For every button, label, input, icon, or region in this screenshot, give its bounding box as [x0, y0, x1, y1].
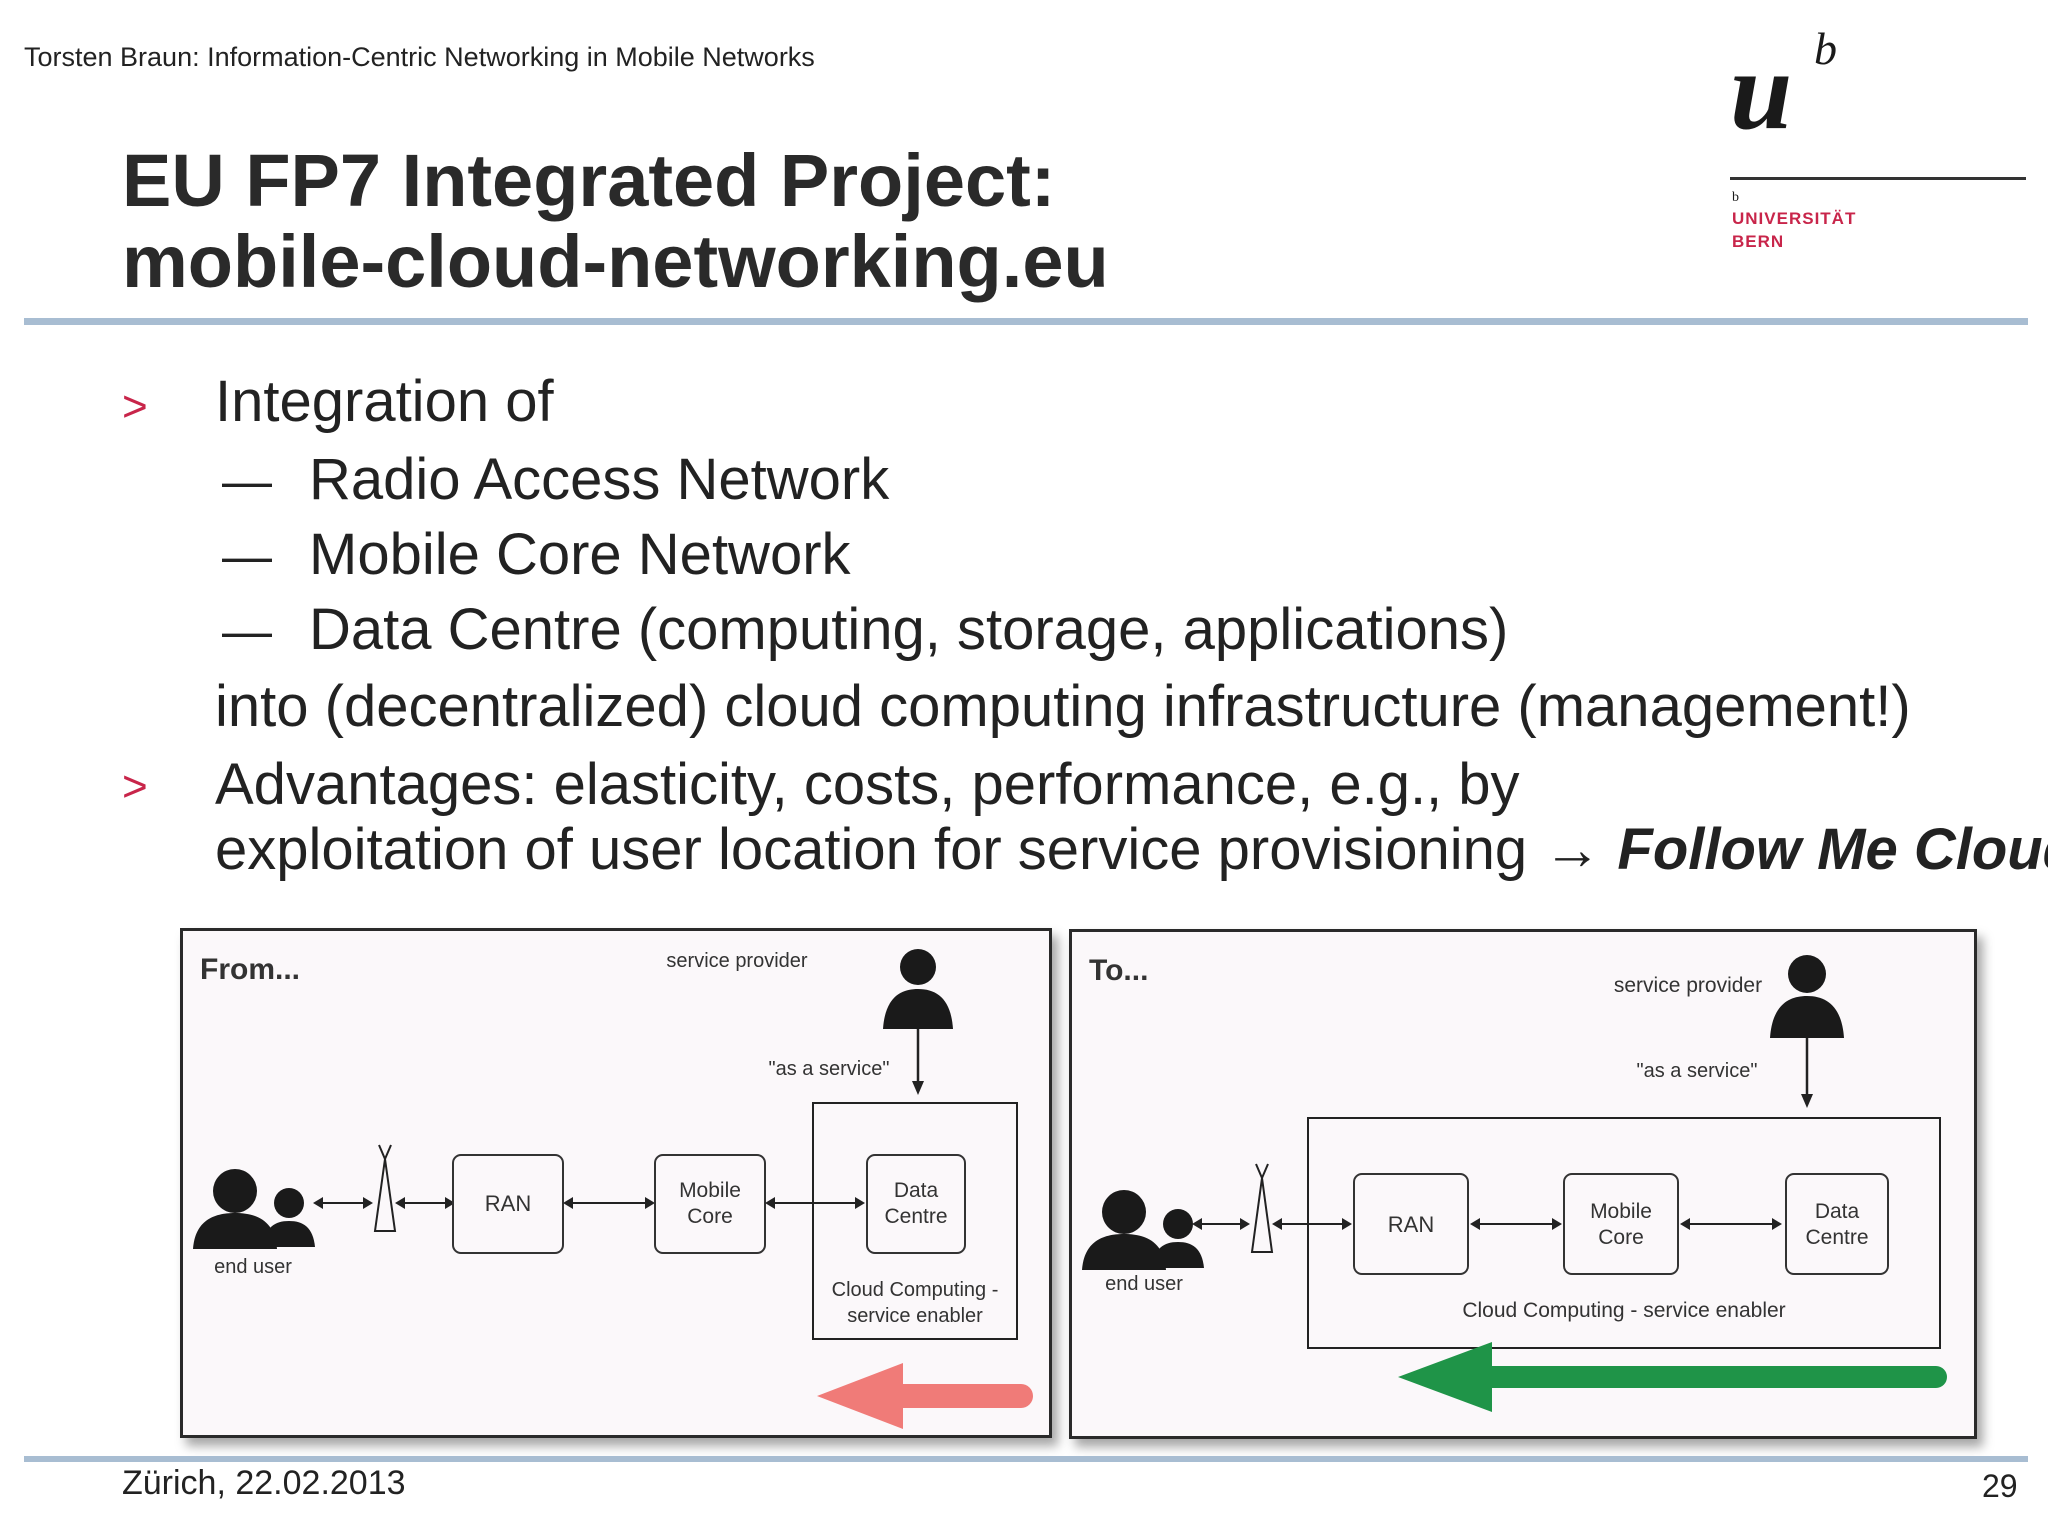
bullet-continuation: into (decentralized) cloud computing inf…: [215, 674, 1911, 739]
data-centre-box: [1785, 1173, 1889, 1275]
title-line-1: EU FP7 Integrated Project:: [122, 139, 1056, 222]
data-centre-box: [866, 1154, 966, 1254]
cloud-label-line2: service enabler: [847, 1305, 983, 1327]
bullet-advantages: Advantages: elasticity, costs, performan…: [215, 752, 1520, 817]
sub-bullet-dash: —: [222, 453, 272, 509]
service-provider-label: service provider: [666, 950, 808, 972]
mobile-core-line2: Core: [1598, 1226, 1644, 1249]
logo-line2: BERN: [1732, 232, 1784, 251]
ran-box: [1353, 1173, 1469, 1275]
sub-bullet-ran: Radio Access Network: [309, 447, 890, 512]
mobile-core-line1: Mobile: [679, 1179, 741, 1202]
diagram-from: From... service provider "as a service" …: [180, 928, 1052, 1438]
follow-me-cloud: Follow Me Cloud: [1617, 817, 2048, 882]
service-provider-icon: [883, 949, 953, 1029]
end-user-label: end user: [214, 1256, 292, 1278]
antenna-icon: [373, 1144, 397, 1232]
cloud-enclosure: [812, 1102, 1018, 1340]
cloud-label-line1: Cloud Computing -: [832, 1279, 999, 1301]
bullet-integration: Integration of: [215, 369, 554, 434]
ran-label: RAN: [1388, 1212, 1434, 1237]
data-centre-line1: Data: [1815, 1200, 1860, 1223]
ran-box: [452, 1154, 564, 1254]
antenna-icon: [1250, 1163, 1274, 1253]
diagram-to-heading: To...: [1089, 954, 1148, 987]
data-centre-line2: Centre: [884, 1205, 947, 1228]
service-provider-label: service provider: [1614, 974, 1762, 997]
title-divider: [24, 318, 2028, 325]
slide-title: EU FP7 Integrated Project: mobile-cloud-…: [122, 140, 1109, 302]
end-user-label: end user: [1105, 1273, 1183, 1295]
logo-superscript: b: [1814, 23, 1837, 74]
as-a-service-label: "as a service": [1637, 1060, 1758, 1082]
footer-date: Zürich, 22.02.2013: [122, 1464, 406, 1502]
presentation-header: Torsten Braun: Information-Centric Netwo…: [24, 42, 815, 72]
university-bern-logo: u b b UNIVERSITÄT BERN: [1730, 23, 2026, 251]
mobile-core-line1: Mobile: [1590, 1200, 1652, 1223]
service-provider-icon: [1770, 955, 1844, 1038]
bullet-marker: >: [122, 762, 148, 811]
sub-bullet-core: Mobile Core Network: [309, 522, 851, 587]
bullet-marker: >: [122, 382, 148, 431]
diagram-to: To... service provider "as a service" en…: [1069, 929, 1977, 1439]
logo-letter: u: [1730, 29, 1792, 153]
from-direction-arrow: [817, 1363, 1033, 1429]
advantages-text: exploitation of user location for servic…: [215, 817, 1602, 882]
cloud-label: Cloud Computing - service enabler: [1462, 1299, 1785, 1322]
ran-label: RAN: [485, 1191, 531, 1216]
footer-divider: [24, 1456, 2028, 1462]
mobile-core-line2: Core: [687, 1205, 733, 1228]
as-a-service-label: "as a service": [769, 1058, 890, 1080]
mobile-core-box: [654, 1154, 766, 1254]
end-user-icon: [1082, 1190, 1204, 1270]
sub-bullet-dash: —: [222, 603, 272, 659]
logo-line1: UNIVERSITÄT: [1732, 209, 1856, 228]
sub-bullet-datacentre: Data Centre (computing, storage, applica…: [309, 597, 1509, 662]
mobile-core-box: [1563, 1173, 1679, 1275]
logo-small-b: b: [1732, 190, 1739, 205]
diagram-from-heading: From...: [200, 953, 300, 986]
bullet-advantages-line2: exploitation of user location for servic…: [215, 816, 2048, 883]
data-centre-line2: Centre: [1805, 1226, 1868, 1249]
cloud-enclosure: [1307, 1117, 1941, 1349]
sub-bullet-dash: —: [222, 528, 272, 584]
title-line-2: mobile-cloud-networking.eu: [122, 220, 1109, 303]
end-user-icon: [193, 1169, 315, 1249]
to-direction-arrow: [1398, 1342, 1947, 1412]
page-number: 29: [1982, 1468, 2018, 1504]
data-centre-line1: Data: [894, 1179, 939, 1202]
